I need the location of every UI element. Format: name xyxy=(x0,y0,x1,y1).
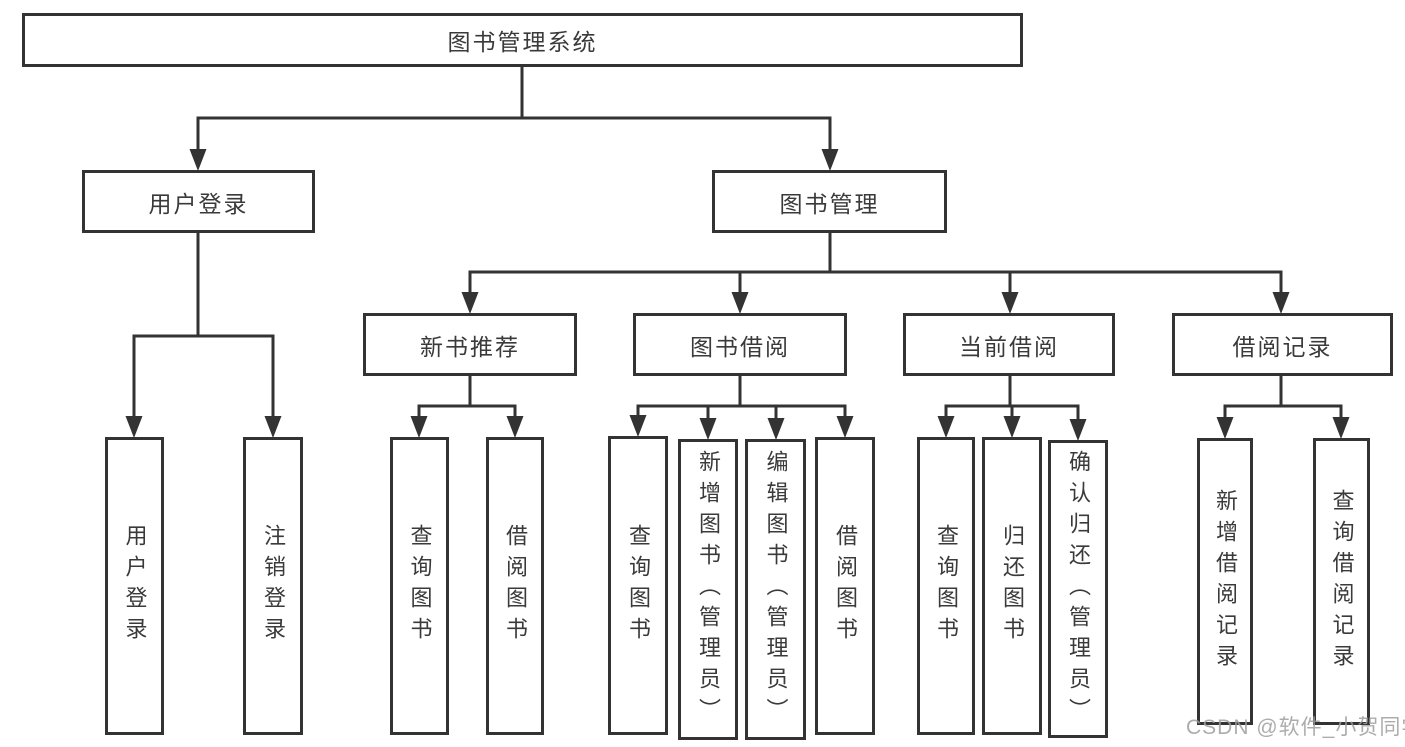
node-book-borrow: 图书借阅 xyxy=(633,313,847,376)
leaf-edit-book-admin: 编辑图书（管理员） xyxy=(745,439,806,740)
node-user-login: 用户登录 xyxy=(82,170,315,233)
leaf-borrow-book-recommend: 借阅图书 xyxy=(486,437,544,735)
leaf-user-login: 用户登录 xyxy=(105,437,164,735)
leaf-query-book-borrow: 查询图书 xyxy=(608,436,668,735)
node-root: 图书管理系统 xyxy=(22,13,1023,67)
arrowhead-icons xyxy=(125,149,1350,441)
leaf-add-borrow-record: 新增借阅记录 xyxy=(1197,438,1253,725)
leaf-borrow-book: 借阅图书 xyxy=(815,437,875,735)
node-borrow-record: 借阅记录 xyxy=(1172,313,1393,376)
leaf-logout: 注销登录 xyxy=(243,437,303,735)
leaf-query-book-recommend: 查询图书 xyxy=(390,437,449,735)
node-book-management: 图书管理 xyxy=(712,170,947,233)
leaf-query-book-current: 查询图书 xyxy=(917,437,975,735)
node-new-book-recommend: 新书推荐 xyxy=(363,313,577,376)
leaf-return-book: 归还图书 xyxy=(982,437,1042,735)
node-current-borrow: 当前借阅 xyxy=(903,313,1115,376)
leaf-query-borrow-record: 查询借阅记录 xyxy=(1313,438,1370,725)
leaf-confirm-return-admin: 确认归还（管理员） xyxy=(1048,440,1108,738)
leaf-add-book-admin: 新增图书（管理员） xyxy=(678,439,738,740)
watermark: CSDN @软件_小贺同学 xyxy=(1186,716,1405,739)
